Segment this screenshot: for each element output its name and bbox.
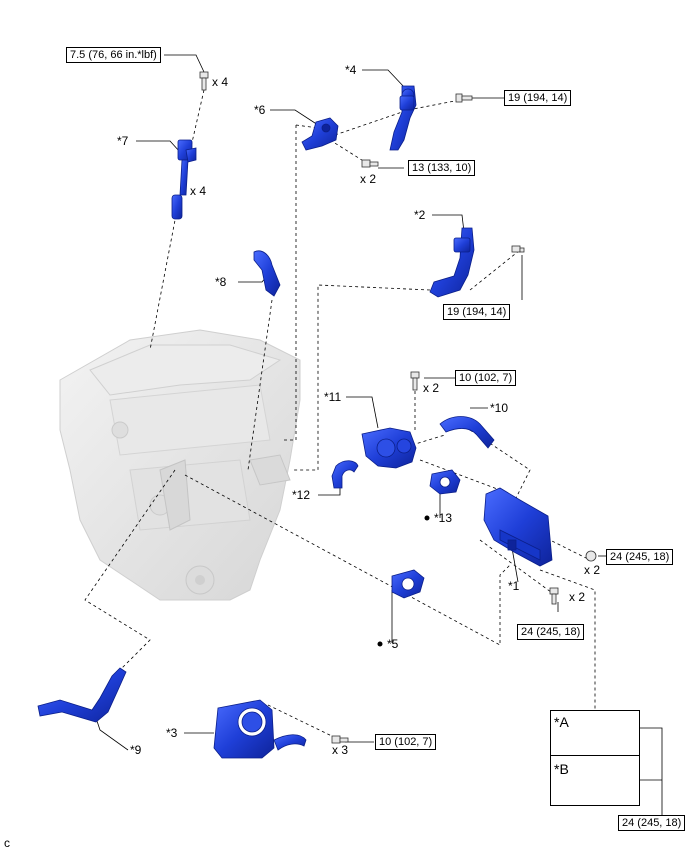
quantity-throttle-body-bolt: x 3 — [332, 743, 349, 757]
legend-label-b: *B — [554, 761, 569, 777]
quantity-egr-cooler-bolt: x 2 — [569, 590, 586, 604]
callout-2: *2 — [414, 208, 426, 222]
bolt-thermostat — [361, 159, 379, 168]
callout-5: *5 — [387, 637, 399, 651]
callout-9: *9 — [130, 743, 142, 757]
bolt-bypass-pipe — [511, 245, 525, 253]
bolt-ignition-coil — [199, 71, 209, 91]
part-gasket-13 — [429, 469, 461, 495]
bolt-water-inlet — [455, 93, 473, 103]
part-water-inlet-pipe — [389, 85, 417, 151]
part-hose-12 — [331, 460, 359, 489]
part-ignition-coil — [171, 139, 197, 220]
bolt-egr-valve — [410, 371, 420, 391]
quantity-thermostat-bolt: x 2 — [360, 172, 377, 186]
callout-4: *4 — [345, 63, 357, 77]
bolt-throttle-body — [331, 735, 349, 744]
torque-spec-thermostat-bolt: 13 (133, 10) — [408, 160, 476, 176]
legend-divider — [551, 755, 639, 756]
part-throttle-body — [213, 699, 307, 759]
part-egr-cooler — [483, 487, 553, 567]
part-gasket-5 — [391, 569, 425, 599]
part-hose-10 — [439, 416, 495, 449]
quantity-ignition-coil-bolt: x 4 — [212, 75, 229, 89]
callout-6: *6 — [254, 103, 266, 117]
callout-3: *3 — [166, 726, 178, 740]
torque-spec-bypass-pipe-bolt: 19 (194, 14) — [443, 304, 511, 320]
torque-spec-egr-cooler-bolt: 24 (245, 18) — [517, 624, 585, 640]
quantity-ignition-coil: x 4 — [190, 184, 207, 198]
part-water-bypass-pipe — [429, 227, 475, 298]
quantity-egr-valve-bolt: x 2 — [423, 381, 440, 395]
callout-11: *11 — [324, 390, 342, 404]
torque-spec-ignition-coil-bolt: 7.5 (76, 66 in.*lbf) — [66, 47, 161, 63]
corner-letter: c — [4, 836, 10, 850]
callout-13: *13 — [434, 511, 453, 525]
part-egr-valve — [361, 427, 417, 469]
legend-label-a: *A — [554, 714, 569, 730]
engine-block — [59, 329, 301, 601]
torque-spec-egr-valve-bolt: 10 (102, 7) — [455, 370, 517, 386]
part-hose-8 — [253, 250, 281, 297]
callout-10: *10 — [490, 401, 509, 415]
non-reusable-dots — [377, 515, 430, 647]
torque-spec-throttle-body-bolt: 10 (102, 7) — [375, 734, 437, 750]
torque-spec-egr-cooler-nut: 24 (245, 18) — [606, 549, 674, 565]
part-hose-9 — [37, 667, 127, 723]
fastener-legend-box: *A *B — [550, 710, 640, 806]
torque-spec-water-inlet-bolt: 19 (194, 14) — [504, 90, 572, 106]
callout-7: *7 — [117, 134, 129, 148]
quantity-egr-cooler-nut: x 2 — [584, 563, 601, 577]
part-thermostat-housing — [301, 117, 339, 151]
callout-8: *8 — [215, 275, 227, 289]
callout-1: *1 — [508, 579, 520, 593]
callout-12: *12 — [292, 488, 311, 502]
bolt-egr-cooler — [549, 587, 559, 605]
bolt-egr-cooler-nut — [585, 550, 597, 562]
torque-spec-legend: 24 (245, 18) — [618, 815, 686, 831]
